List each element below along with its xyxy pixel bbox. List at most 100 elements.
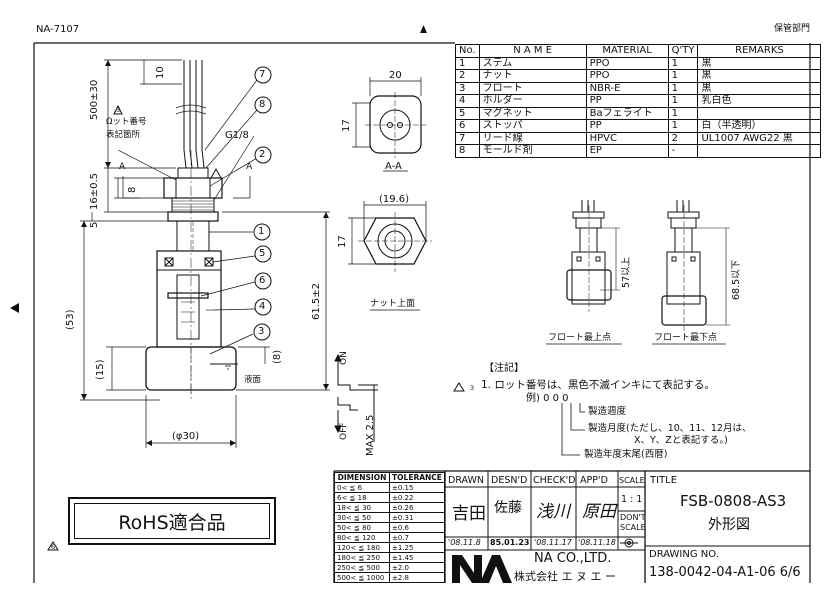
float-bottom-label: フロート最下点 xyxy=(654,333,718,343)
note-1: 1. ロット番号は、黒色不滅インキにて表記する。 xyxy=(481,379,715,391)
bom-col-qty: Q'TY xyxy=(667,44,699,58)
tol-col-tolerance: TOLERANCE xyxy=(389,472,445,483)
bom-cell: 2 xyxy=(667,131,699,145)
lot-mark-label-2: 表記箇所 xyxy=(106,130,141,140)
drawn-signature: 吉田 xyxy=(452,504,486,524)
tol-cell: 180< ≦ 250 xyxy=(334,552,390,563)
dept-label: 保管部門 xyxy=(774,24,811,34)
bom-cell: 2 xyxy=(455,69,480,83)
bom-cell: 1 xyxy=(667,106,699,120)
thread-label: G1/8 xyxy=(225,130,249,141)
nut-dim-17: 17 xyxy=(337,235,348,248)
tol-cell: ±2.8 xyxy=(389,572,445,583)
bom-cell: UL1007 AWG22 黒 xyxy=(697,131,822,145)
drawing-no-label: DRAWING NO. xyxy=(649,549,719,560)
center-mark-left xyxy=(10,303,19,313)
bom-cell: PPO xyxy=(585,56,669,70)
balloon-8: 8 xyxy=(259,99,266,110)
checked-date: '08.11.17 xyxy=(534,538,572,547)
dont-scale-2: SCALE xyxy=(620,523,646,532)
note-month-2: X、Y、Zと表記する。) xyxy=(634,435,728,446)
bom-cell xyxy=(697,144,822,158)
bom-cell: ナット xyxy=(478,69,587,83)
bom-cell: NBR-E xyxy=(585,81,669,95)
approved-label: APP'D xyxy=(580,475,608,486)
bom-cell: 白（半透明） xyxy=(697,119,822,133)
note-example: 例) 0 0 0 xyxy=(526,393,569,404)
bom-cell xyxy=(697,106,822,120)
company-name-en: NA CO.,LTD. xyxy=(534,551,612,566)
tol-cell: ±1.45 xyxy=(389,552,445,563)
bom-cell: PP xyxy=(585,119,669,133)
bom-cell: 乳白色 xyxy=(697,94,822,108)
designed-label: DESN'D xyxy=(491,475,528,486)
rohs-box: RoHS適合品 xyxy=(68,497,276,545)
bom-cell: 1 xyxy=(667,119,699,133)
note-year: 製造年度末尾(西暦) xyxy=(584,449,668,460)
bom-cell: HPVC xyxy=(585,131,669,145)
bom-cell: 7 xyxy=(455,131,480,145)
balloon-1: 1 xyxy=(258,226,265,237)
table-row: 120< ≦ 180±1.25 xyxy=(334,542,445,553)
dim-15: (15) xyxy=(95,359,106,380)
tol-cell: 18< ≦ 30 xyxy=(334,502,390,513)
bom-cell: 黒 xyxy=(697,69,822,83)
checked-signature: 浅川 xyxy=(536,502,570,522)
checked-label: CHECK'D xyxy=(533,475,576,486)
scale-value: 1 : 1 xyxy=(621,494,643,505)
bom-header-row: No. N A M E MATERIAL Q'TY REMARKS xyxy=(455,44,822,58)
tol-cell: 250< ≦ 500 xyxy=(334,562,390,573)
bom-cell: 3 xyxy=(455,81,480,95)
bom-col-material: MATERIAL xyxy=(585,44,669,58)
dim-53: (53) xyxy=(65,309,76,330)
bom-cell: 1 xyxy=(667,56,699,70)
title-label: TITLE xyxy=(650,475,678,486)
tol-cell: 30< ≦ 50 xyxy=(334,512,390,523)
revision-mark: 6 xyxy=(51,543,56,551)
bom-cell: ステム xyxy=(478,56,587,70)
bom-cell: リード線 xyxy=(478,131,587,145)
tol-cell: 50< ≦ 80 xyxy=(334,522,390,533)
bom-cell: 1 xyxy=(455,56,480,70)
liquid-level-label: 液面 xyxy=(244,375,262,385)
doc-code: NA-7107 xyxy=(36,24,80,35)
section-aa-label: A-A xyxy=(385,161,402,172)
part-number: FSB-0808-AS3 xyxy=(680,492,787,510)
bom-cell: - xyxy=(667,144,699,158)
table-row: 180< ≦ 250±1.45 xyxy=(334,552,445,563)
on-label: ON xyxy=(339,351,349,365)
tol-col-dimension: DIMENSION xyxy=(334,472,390,483)
dim-8: 8 xyxy=(127,186,138,193)
approved-signature: 原田 xyxy=(582,502,616,522)
dim-strip: 10 xyxy=(155,66,166,79)
bom-cell: PPO xyxy=(585,69,669,83)
dim-685: 68.5以下 xyxy=(731,259,742,300)
tol-cell: ±1.25 xyxy=(389,542,445,553)
balloon-4: 4 xyxy=(259,301,266,312)
tri-mark-3: 3 xyxy=(116,106,121,114)
drawing-title: 外形図 xyxy=(708,517,750,533)
note-month-1: 製造月度(ただし、10、11、12月は、 xyxy=(588,423,752,434)
table-row: 250< ≦ 500±2.0 xyxy=(334,562,445,573)
balloon-7: 7 xyxy=(259,69,266,80)
aa-dim-17: 17 xyxy=(341,119,352,132)
section-a-left: A xyxy=(119,162,126,172)
tol-cell: ±0.7 xyxy=(389,532,445,543)
bom-cell: 1 xyxy=(667,81,699,95)
tol-cell: 0< ≦ 6 xyxy=(334,482,390,493)
table-row: 500< ≦ 1000±2.8 xyxy=(334,572,445,583)
bom-cell: モールド剤 xyxy=(478,144,587,158)
section-a-right: A xyxy=(246,162,253,172)
lot-mark-label-1: Ωット番号 xyxy=(106,117,147,127)
balloon-2: 2 xyxy=(259,149,266,160)
nut-top-label: ナット上面 xyxy=(370,299,416,309)
float-top-label: フロート最上点 xyxy=(548,333,612,343)
tolerance-table: DIMENSION TOLERANCE 0< ≦ 6±0.15 6< ≦ 18±… xyxy=(334,472,445,583)
tol-cell: ±0.31 xyxy=(389,512,445,523)
